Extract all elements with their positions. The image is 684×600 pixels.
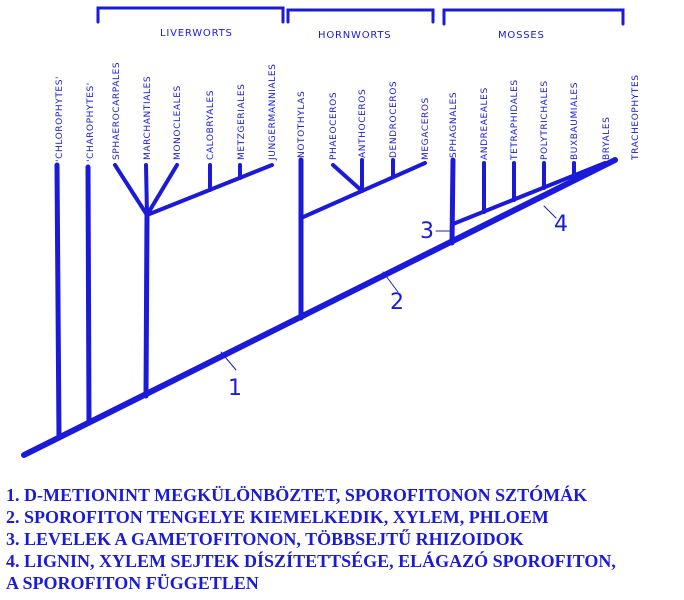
taxon-calobryales: CALOBRYALES <box>206 90 216 160</box>
marker-2: 2 <box>390 290 404 315</box>
backbone <box>21 157 618 458</box>
tick-2 <box>382 271 399 293</box>
tick-1 <box>220 351 237 371</box>
legend-item-2: 2. SPOROFITON TENGELYE KIEMELKEDIK, XYLE… <box>6 507 549 527</box>
legend-item-1: 1. D-METIONINT MEGKÜLÖNBÖZTET, SPOROFITO… <box>6 485 588 505</box>
group-label-mosses: MOSSES <box>498 30 545 41</box>
taxon-metzgeriales: METZGERIALES <box>237 84 247 160</box>
taxon-megaceros: MEGACEROS <box>421 97 431 160</box>
taxon-buxbaumiales: BUXBAUMIALES <box>570 82 580 160</box>
character-legend: 1. D-METIONINT MEGKÜLÖNBÖZTET, SPOROFITO… <box>6 484 678 594</box>
bracket-liverworts <box>96 6 285 24</box>
taxon-sphagnales: SPHAGNALES <box>449 92 459 158</box>
stem-sphaerocarpales <box>113 163 149 217</box>
taxon-bryales: BRYALES <box>602 117 612 160</box>
taxon-anthoceros: ANTHOCEROS <box>358 89 368 158</box>
group-label-hornworts: HORNWORTS <box>318 30 391 41</box>
tick-4 <box>543 205 557 219</box>
taxon-polytrichales: POLYTRICHALES <box>540 80 550 160</box>
marker-4: 4 <box>554 212 568 237</box>
taxon-phaeoceros: PHAEOCEROS <box>329 92 339 160</box>
stem-liverworts <box>143 212 150 399</box>
marker-1: 1 <box>228 376 242 401</box>
bracket-mosses <box>442 8 625 26</box>
stem-chlorophytes <box>54 162 62 441</box>
taxon-monocleales: MONOCLEALES <box>173 85 183 160</box>
legend-item-4-continued: A SPOROFITON FÜGGETLEN <box>6 573 259 593</box>
stem-monocleales <box>145 163 179 217</box>
taxon-notothylas: NOTOTHYLAS <box>297 91 307 158</box>
legend-item-3: 3. LEVELEK A GAMETOFITONON, TÖBBSEJTŰ RH… <box>6 529 524 549</box>
taxon-chlorophytes: 'CHLOROPHYTES' <box>55 76 65 162</box>
cladogram: LIVERWORTS HORNWORTS MOSSES 'CHLOROPHYTE… <box>21 6 641 458</box>
group-label-liverworts: LIVERWORTS <box>160 28 233 39</box>
taxon-jungermanniales: JUNGERMANNIALES <box>268 64 278 162</box>
stem-marchantiales <box>144 163 149 217</box>
taxon-tetraphidales: TETRAPHIDALES <box>510 79 520 161</box>
taxon-sphaerocarpales: SPHAEROCARPALES <box>112 62 122 160</box>
bracket-hornworts <box>286 8 435 24</box>
taxon-marchantiales: MARCHANTIALES <box>143 76 153 160</box>
stem-charophytes <box>85 164 92 426</box>
taxon-andreaeales: ANDREAEALES <box>480 87 490 160</box>
marker-3: 3 <box>420 219 434 244</box>
taxon-dendroceros: DENDROCEROS <box>389 81 399 158</box>
taxon-charophytes: 'CHAROPHYTES' <box>86 82 96 162</box>
moss-branch <box>451 161 607 226</box>
stem-phaeoceros <box>331 163 364 193</box>
stem-mosses <box>449 157 456 246</box>
taxon-tracheophytes: TRACHEOPHYTES <box>631 74 641 161</box>
legend-item-4: 4. LIGNIN, XYLEM SEJTEK DÍSZÍTETTSÉGE, E… <box>6 551 616 571</box>
